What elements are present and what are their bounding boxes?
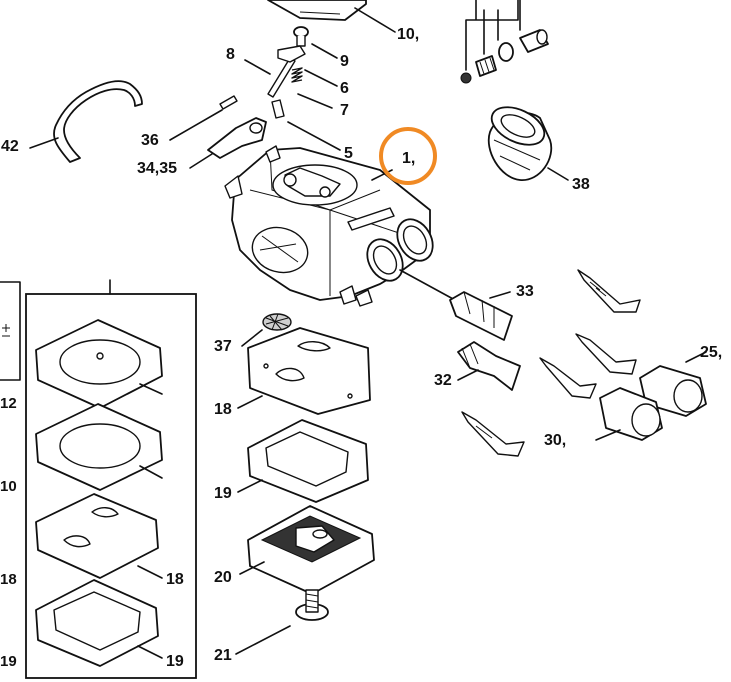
callout-8: 8 [226, 46, 235, 63]
callout-33: 33 [516, 283, 534, 300]
callout-37: 37 [214, 338, 232, 355]
callout-10: 10, [397, 26, 420, 43]
part-19-gasket [237, 419, 369, 503]
part-25-caps [595, 351, 707, 441]
part-36-screw [169, 95, 238, 141]
callout-1: 1, [402, 150, 416, 167]
edge-label-10: 10 [0, 478, 17, 495]
part-9-screw [293, 26, 338, 59]
callout-7: 7 [340, 102, 349, 119]
part-8-pin [244, 45, 306, 98]
callout-9: 9 [340, 53, 349, 70]
inset-callout-18: 18 [166, 571, 184, 588]
callout-25: 25, [700, 344, 723, 361]
part-21-screw [235, 589, 329, 655]
callout-30: 30, [544, 432, 567, 449]
part-42-hose [29, 80, 143, 163]
callout-38: 38 [572, 176, 590, 193]
part-10-top-plate [267, 0, 396, 33]
callout-5: 5 [344, 145, 353, 162]
left-edge-partial-box [0, 281, 21, 381]
highlight-ring [379, 127, 437, 185]
inset-callout-19: 19 [166, 653, 184, 670]
part-5-pin [287, 121, 341, 151]
callout-32: 32 [434, 372, 452, 389]
callout-20: 20 [214, 569, 232, 586]
part-32-screw [457, 341, 521, 391]
callout-19: 19 [214, 485, 232, 502]
carburetor-body [224, 145, 434, 307]
part-18-gasket [237, 327, 371, 415]
adjustment-needles [461, 269, 641, 457]
gasket-kit-inset [25, 279, 197, 679]
part-20-pump-cover [239, 505, 375, 595]
edge-label-19: 19 [0, 653, 17, 670]
callout-42: 42 [1, 138, 19, 155]
part-34-35-lever [189, 117, 267, 169]
part-seals-group [460, 0, 549, 84]
part-7-needle [271, 93, 333, 119]
edge-label-18: 18 [0, 571, 17, 588]
part-6-spring [291, 67, 338, 87]
callout-21: 21 [214, 647, 232, 664]
callout-34-35: 34,35 [137, 160, 178, 177]
callout-36: 36 [141, 132, 159, 149]
part-38-housing [487, 106, 569, 181]
callout-18: 18 [214, 401, 232, 418]
edge-label-12: 12 [0, 395, 17, 412]
part-37-filter [241, 313, 292, 347]
callout-6: 6 [340, 80, 349, 97]
part-33-screw [399, 269, 513, 341]
